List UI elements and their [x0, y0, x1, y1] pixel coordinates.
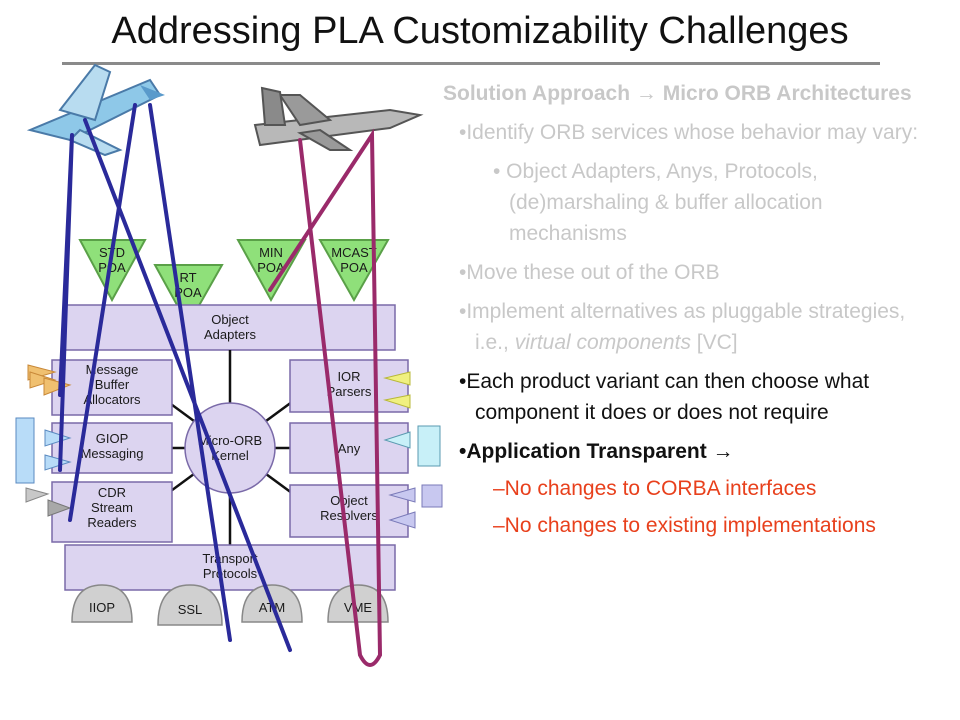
bullet-app-transparent: •Application Transparent →: [459, 440, 734, 463]
any-box: [289, 422, 409, 474]
bullet-no-impl-changes: –No changes to existing implementations: [493, 514, 876, 537]
blue-jet-icon: [26, 63, 165, 157]
svg-text:IIOP: IIOP: [89, 600, 115, 615]
protocol-vme: VME: [327, 584, 389, 623]
svg-text:SSL: SSL: [178, 602, 203, 617]
gray-jet-selection-lines: [268, 128, 383, 667]
object-resolvers-box: [289, 484, 409, 538]
bullet-list: Solution Approach → Micro ORB Architectu…: [443, 78, 943, 541]
message-buffer-allocators-box: [51, 359, 173, 416]
ior-parsers-box: [289, 359, 409, 413]
bullet-no-corba-changes: –No changes to CORBA interfaces: [493, 477, 817, 500]
giop-messaging-box: [51, 422, 173, 474]
svg-text:Any: Any: [338, 441, 361, 456]
transport-protocols-box: [64, 544, 396, 591]
bullet-each-variant: •Each product variant can then choose wh…: [459, 370, 870, 424]
bullet-move-out: •Move these out of the ORB: [459, 261, 720, 284]
solution-heading: Solution Approach → Micro ORB Architectu…: [443, 82, 912, 105]
protocol-ssl: SSL: [157, 584, 223, 626]
plugin-components-left: [15, 364, 72, 517]
plugin-components-right: [383, 371, 443, 529]
bullet-identify-sub: • Object Adapters, Anys, Protocols, (de)…: [493, 160, 823, 245]
protocol-iiop: IIOP: [71, 584, 133, 623]
bullet-implement: •Implement alternatives as pluggable str…: [459, 300, 906, 354]
slide-title: Addressing PLA Customizability Challenge…: [111, 10, 849, 52]
svg-text:VME: VME: [344, 600, 373, 615]
blue-jet-selection-lines: [58, 103, 292, 652]
gray-jet-icon: [253, 86, 424, 151]
bullet-identify: •Identify ORB services whose behavior ma…: [459, 121, 919, 144]
title-rule: [62, 62, 880, 65]
